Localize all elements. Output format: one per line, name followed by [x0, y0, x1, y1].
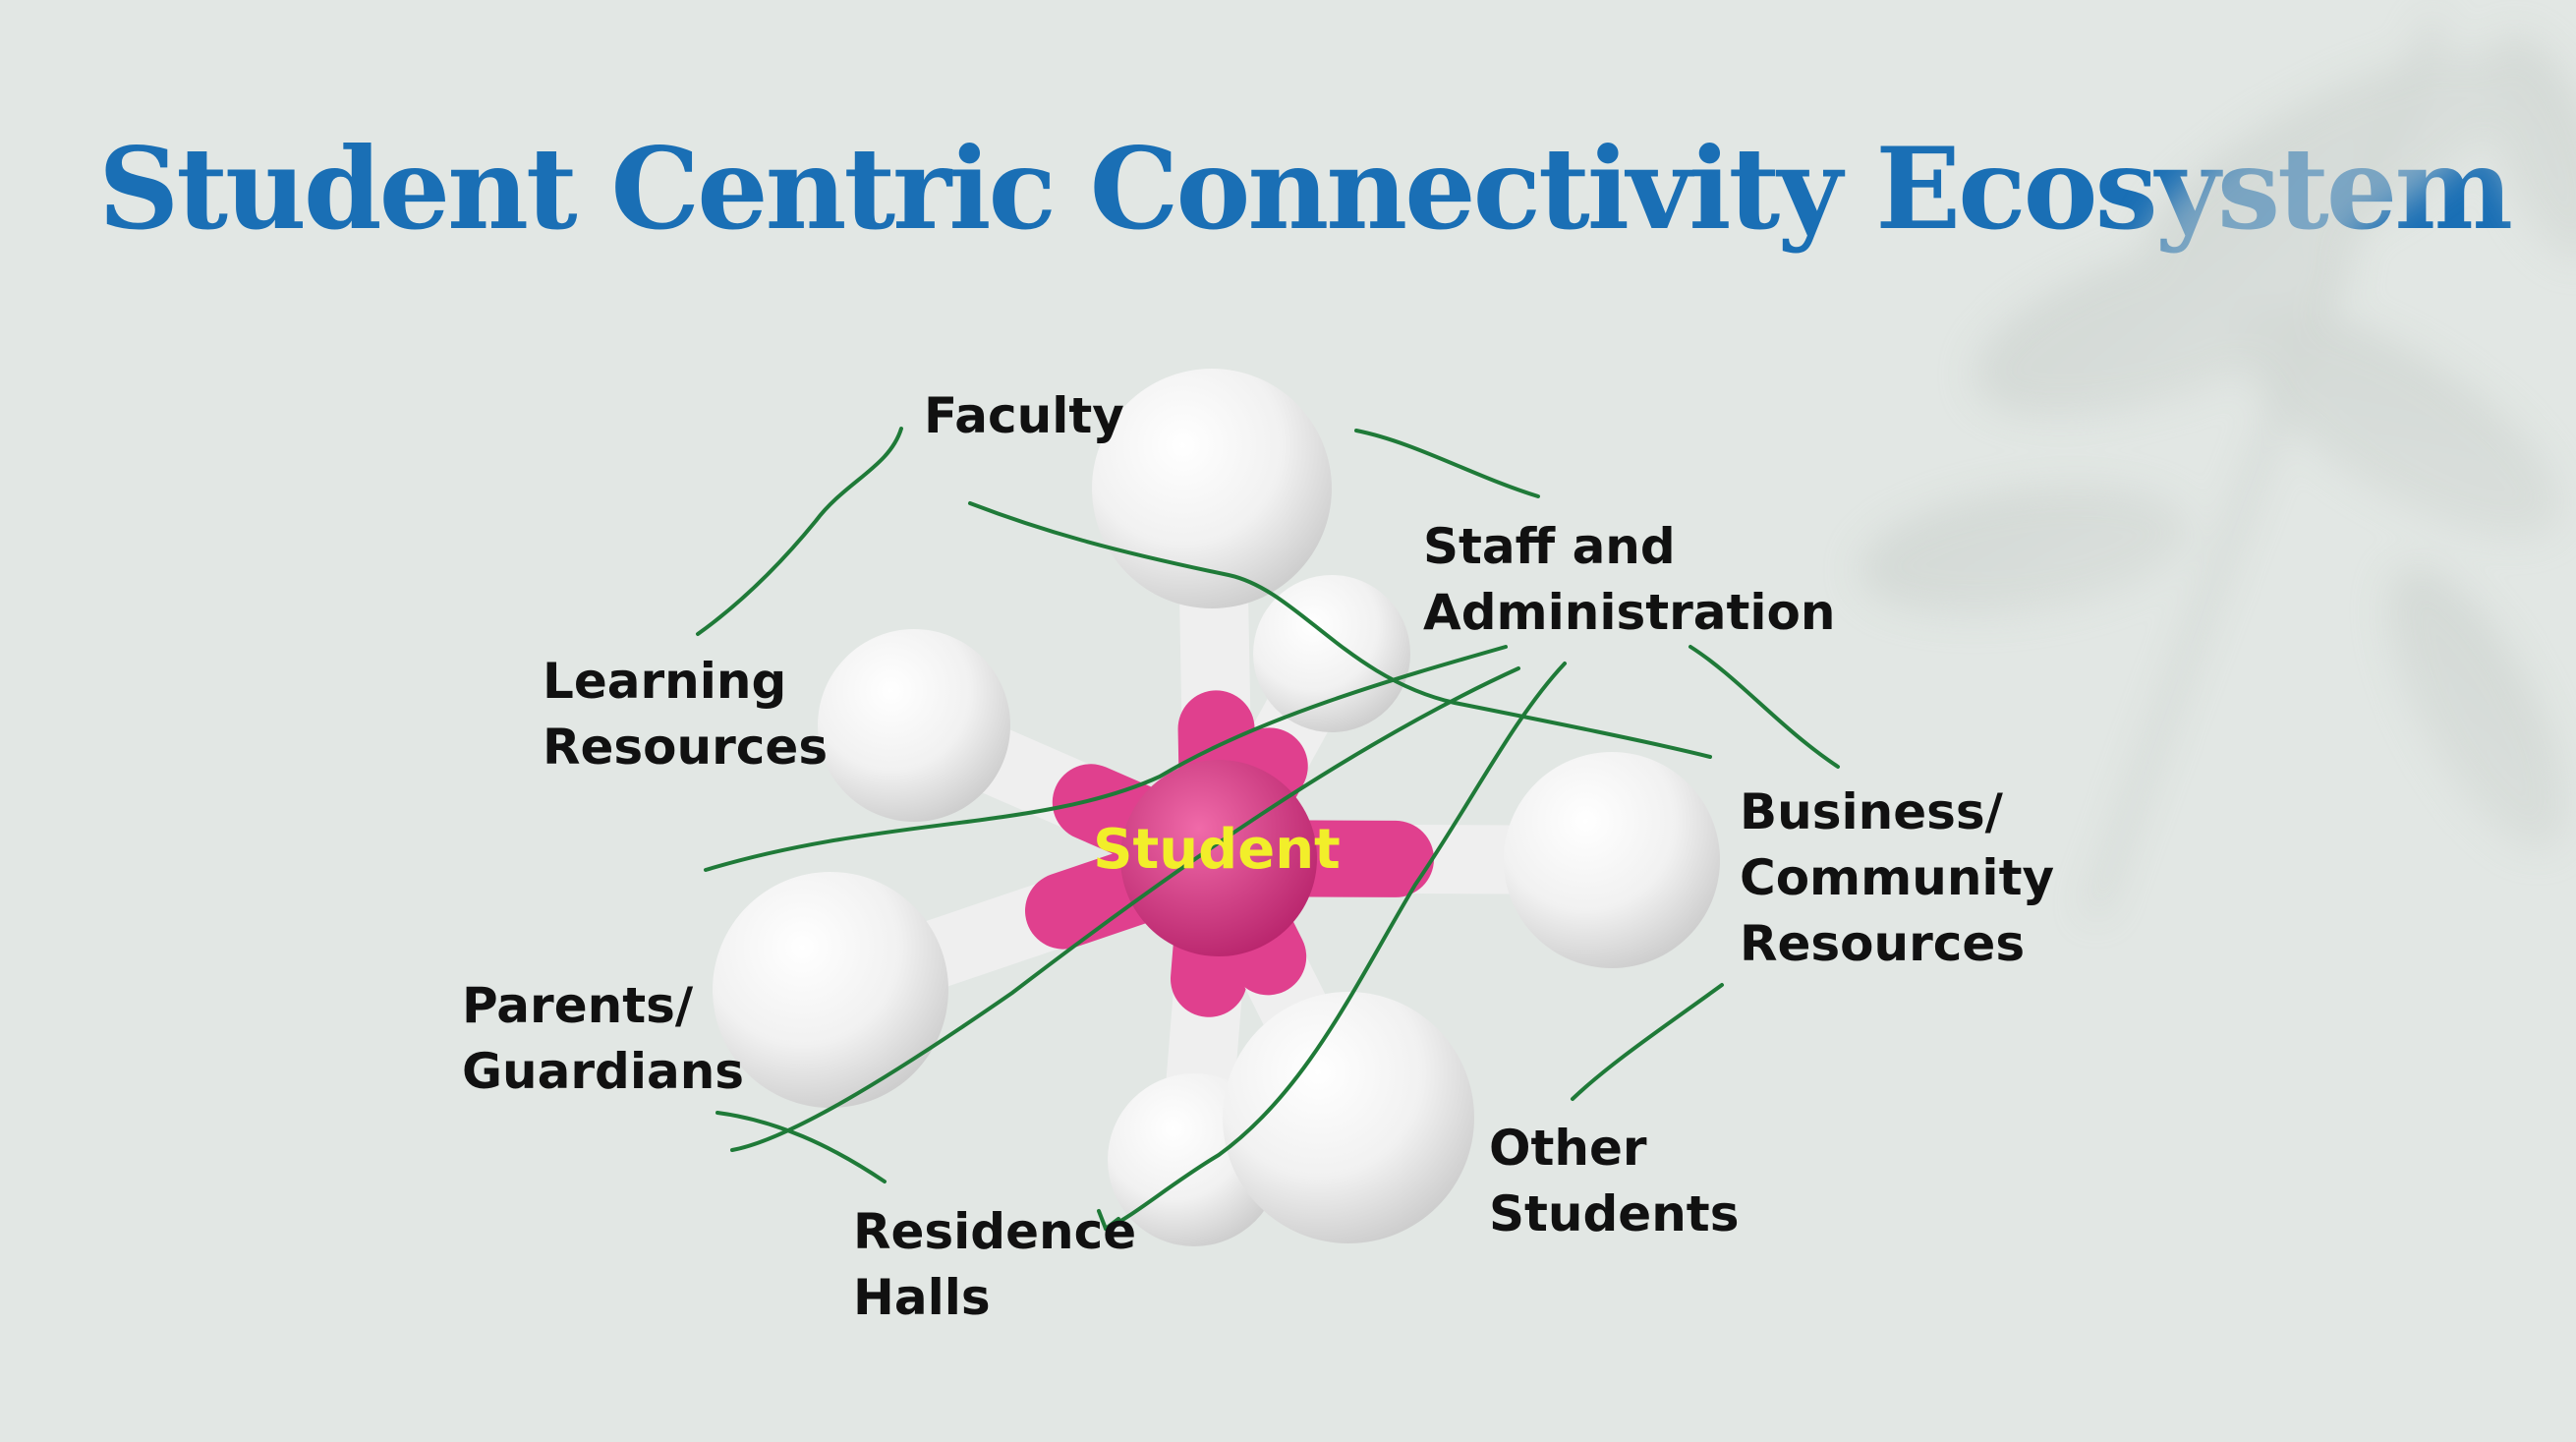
molecule-ball-back-right — [1253, 575, 1410, 732]
node-label-line: Business/ — [1740, 783, 2004, 840]
node-label-line: Community — [1740, 849, 2054, 906]
connector-strokes — [696, 427, 1840, 1231]
center-label: Student — [1093, 818, 1341, 882]
node-label-line: Students — [1489, 1185, 1739, 1242]
node-label-line: Administration — [1423, 584, 1836, 641]
node-label-line: Parents/ — [462, 977, 694, 1034]
molecule-ball-top — [1092, 369, 1332, 608]
node-label-line: Resources — [543, 719, 828, 776]
molecule-ball-right — [1504, 752, 1720, 968]
node-label-line: Resources — [1740, 915, 2025, 972]
molecule-ball-left-up — [818, 629, 1010, 822]
node-label-line: Guardians — [462, 1043, 744, 1100]
node-label-line: Halls — [853, 1269, 991, 1326]
slide-title: Student Centric Connectivity Ecosystem — [98, 123, 2513, 255]
node-label-line: Staff and — [1423, 518, 1676, 575]
node-label-parents: Parents/Guardians — [462, 977, 744, 1100]
molecule-graphic — [713, 369, 1720, 1246]
node-label-line: Learning — [543, 653, 786, 710]
node-label-line: Other — [1489, 1120, 1647, 1177]
node-label-faculty: Faculty — [924, 387, 1124, 444]
node-label-line: Residence — [853, 1203, 1136, 1260]
molecule-ball-left-down — [713, 872, 948, 1108]
molecule-ball-front-down — [1223, 992, 1474, 1243]
node-label-line: Faculty — [924, 387, 1124, 444]
leaf-shadow-decoration — [1859, 16, 2576, 917]
